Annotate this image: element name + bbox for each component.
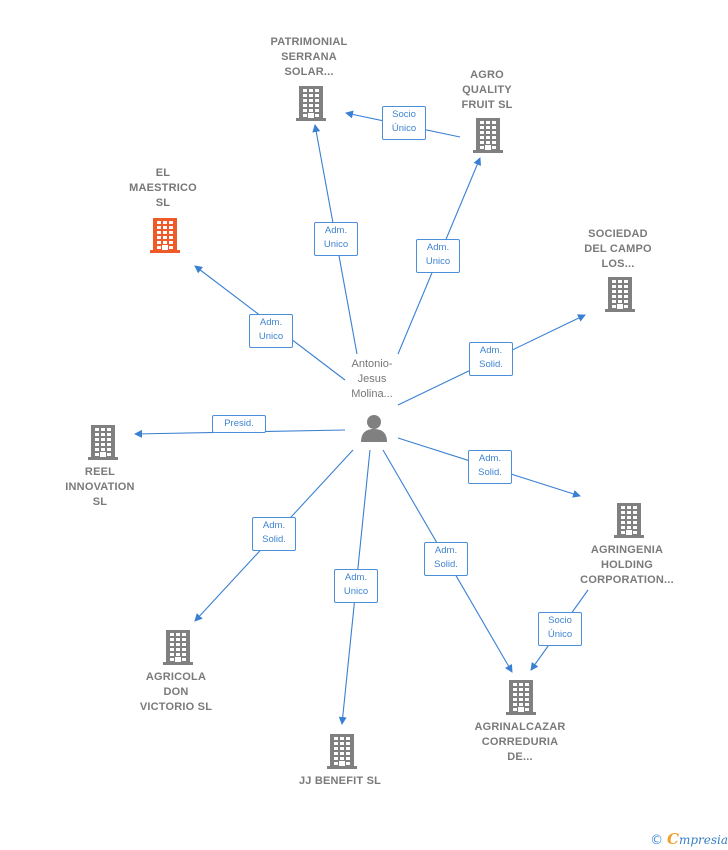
building-icon bbox=[163, 630, 193, 665]
company-label-reel-innovation[interactable]: REEL INNOVATION SL bbox=[40, 465, 160, 510]
edge-label-line: Unico bbox=[258, 331, 284, 342]
building-icon bbox=[296, 86, 326, 121]
company-label-line: JJ BENEFIT SL bbox=[298, 774, 382, 787]
edge-label-agro-quality[interactable]: Adm. Unico bbox=[416, 239, 460, 273]
company-node-patrimonial[interactable] bbox=[295, 85, 327, 126]
company-label-line: AGRINGENIA bbox=[590, 543, 664, 556]
person-icon-wrap[interactable] bbox=[359, 413, 389, 448]
edge-label-line: Único bbox=[391, 123, 417, 134]
company-label-agrinalcazar[interactable]: AGRINALCAZAR CORREDURIA DE... bbox=[460, 720, 580, 765]
edge-label-sociedad-campo[interactable]: Adm. Solid. bbox=[469, 342, 513, 376]
company-label-el-maestrico[interactable]: EL MAESTRICO SL bbox=[103, 166, 223, 211]
edge-label-agricola-don[interactable]: Adm. Solid. bbox=[252, 517, 296, 551]
edge-label-line: Adm. bbox=[426, 242, 450, 253]
person-name-line: Molina... bbox=[351, 388, 393, 400]
edge-label-line: Presid. bbox=[224, 418, 254, 429]
company-label-patrimonial[interactable]: PATRIMONIAL SERRANA SOLAR... bbox=[249, 35, 369, 80]
edge-label-agrinalcazar[interactable]: Adm. Solid. bbox=[424, 542, 468, 576]
company-label-agro-quality[interactable]: AGRO QUALITY FRUIT SL bbox=[427, 68, 547, 113]
company-node-sociedad-campo[interactable] bbox=[604, 276, 636, 317]
edge-label-line: Adm. bbox=[478, 453, 502, 464]
person-name-line: Antonio- bbox=[351, 358, 393, 370]
company-label-line: AGRO bbox=[470, 68, 504, 81]
edge-label-line: Socio bbox=[392, 109, 416, 120]
edge-label-line: Solid. bbox=[434, 559, 458, 570]
company-label-line: PATRIMONIAL bbox=[270, 35, 348, 48]
company-label-line: DE... bbox=[507, 750, 533, 763]
company-label-line: EL bbox=[155, 166, 171, 179]
edge-label-line: Adm. bbox=[324, 225, 348, 236]
edge-label-reel-innovation[interactable]: Presid. bbox=[212, 415, 266, 433]
edge-label-jj-benefit[interactable]: Adm. Unico bbox=[334, 569, 378, 603]
company-label-line: CORREDURIA bbox=[481, 735, 559, 748]
brand-logo-initial: C bbox=[666, 830, 679, 848]
company-node-agricola-don[interactable] bbox=[162, 629, 194, 670]
company-label-line: MAESTRICO bbox=[129, 181, 197, 194]
edge-label-line: Unico bbox=[343, 586, 369, 597]
company-label-line: FRUIT SL bbox=[461, 98, 513, 111]
company-label-line: CORPORATION... bbox=[580, 573, 674, 586]
company-label-line: INNOVATION bbox=[65, 480, 135, 493]
company-label-line: AGRINALCAZAR bbox=[474, 720, 566, 733]
company-node-agro-quality[interactable] bbox=[472, 117, 504, 158]
company-label-agringenia[interactable]: AGRINGENIA HOLDING CORPORATION... bbox=[567, 543, 687, 588]
copyright-symbol: © bbox=[650, 833, 664, 848]
company-label-line: SERRANA bbox=[281, 50, 337, 63]
edge-label-line: Unico bbox=[425, 256, 451, 267]
company-label-jj-benefit[interactable]: JJ BENEFIT SL bbox=[280, 774, 400, 789]
edge-label-line: Adm. bbox=[259, 317, 283, 328]
edge-label-line: Adm. bbox=[344, 572, 368, 583]
company-label-line: HOLDING bbox=[600, 558, 654, 571]
company-node-jj-benefit[interactable] bbox=[326, 733, 358, 774]
company-label-sociedad-campo[interactable]: SOCIEDAD DEL CAMPO LOS... bbox=[558, 227, 678, 272]
company-label-line: SL bbox=[155, 196, 171, 209]
edge-label-line: Socio bbox=[548, 615, 572, 626]
edge-label-line: Solid. bbox=[479, 359, 503, 370]
company-label-line: SOCIEDAD bbox=[588, 227, 648, 240]
edge-label-line: Adm. bbox=[434, 545, 458, 556]
footer-brand: © Cmpresia bbox=[650, 830, 728, 848]
edge-label-patrimonial[interactable]: Adm. Unico bbox=[314, 222, 358, 256]
building-icon bbox=[150, 218, 180, 253]
brand-logo-text: mpresia bbox=[678, 833, 728, 847]
edge-label-line: Adm. bbox=[479, 345, 503, 356]
edge-label-line: Unico bbox=[323, 239, 349, 250]
edge-label-line: Adm. bbox=[262, 520, 286, 531]
company-label-line: LOS... bbox=[601, 257, 635, 270]
company-label-line: QUALITY bbox=[462, 83, 512, 96]
edge-label-line: Único bbox=[547, 629, 573, 640]
company-label-line: SL bbox=[92, 495, 108, 508]
company-label-agricola-don[interactable]: AGRICOLA DON VICTORIO SL bbox=[116, 670, 236, 715]
company-node-reel-innovation[interactable] bbox=[87, 424, 119, 465]
building-icon bbox=[473, 118, 503, 153]
edge-label-agringenia[interactable]: Adm. Solid. bbox=[468, 450, 512, 484]
building-icon bbox=[605, 277, 635, 312]
building-icon bbox=[327, 734, 357, 769]
company-label-line: DON bbox=[163, 685, 189, 698]
edge-label-el-maestrico[interactable]: Adm. Unico bbox=[249, 314, 293, 348]
person-name-line: Jesus bbox=[357, 373, 387, 385]
building-icon bbox=[506, 680, 536, 715]
company-label-line: SOLAR... bbox=[284, 65, 334, 78]
edge-label-line: Solid. bbox=[262, 534, 286, 545]
company-node-agrinalcazar[interactable] bbox=[505, 679, 537, 720]
building-icon bbox=[88, 425, 118, 460]
company-label-line: REEL bbox=[84, 465, 116, 478]
building-icon bbox=[614, 503, 644, 538]
edge-label-line: Solid. bbox=[478, 467, 502, 478]
company-label-line: VICTORIO SL bbox=[139, 700, 213, 713]
company-node-agringenia[interactable] bbox=[613, 502, 645, 543]
company-label-line: DEL CAMPO bbox=[584, 242, 652, 255]
company-node-el-maestrico[interactable] bbox=[149, 217, 181, 258]
person-icon bbox=[361, 415, 387, 442]
company-label-line: AGRICOLA bbox=[145, 670, 207, 683]
